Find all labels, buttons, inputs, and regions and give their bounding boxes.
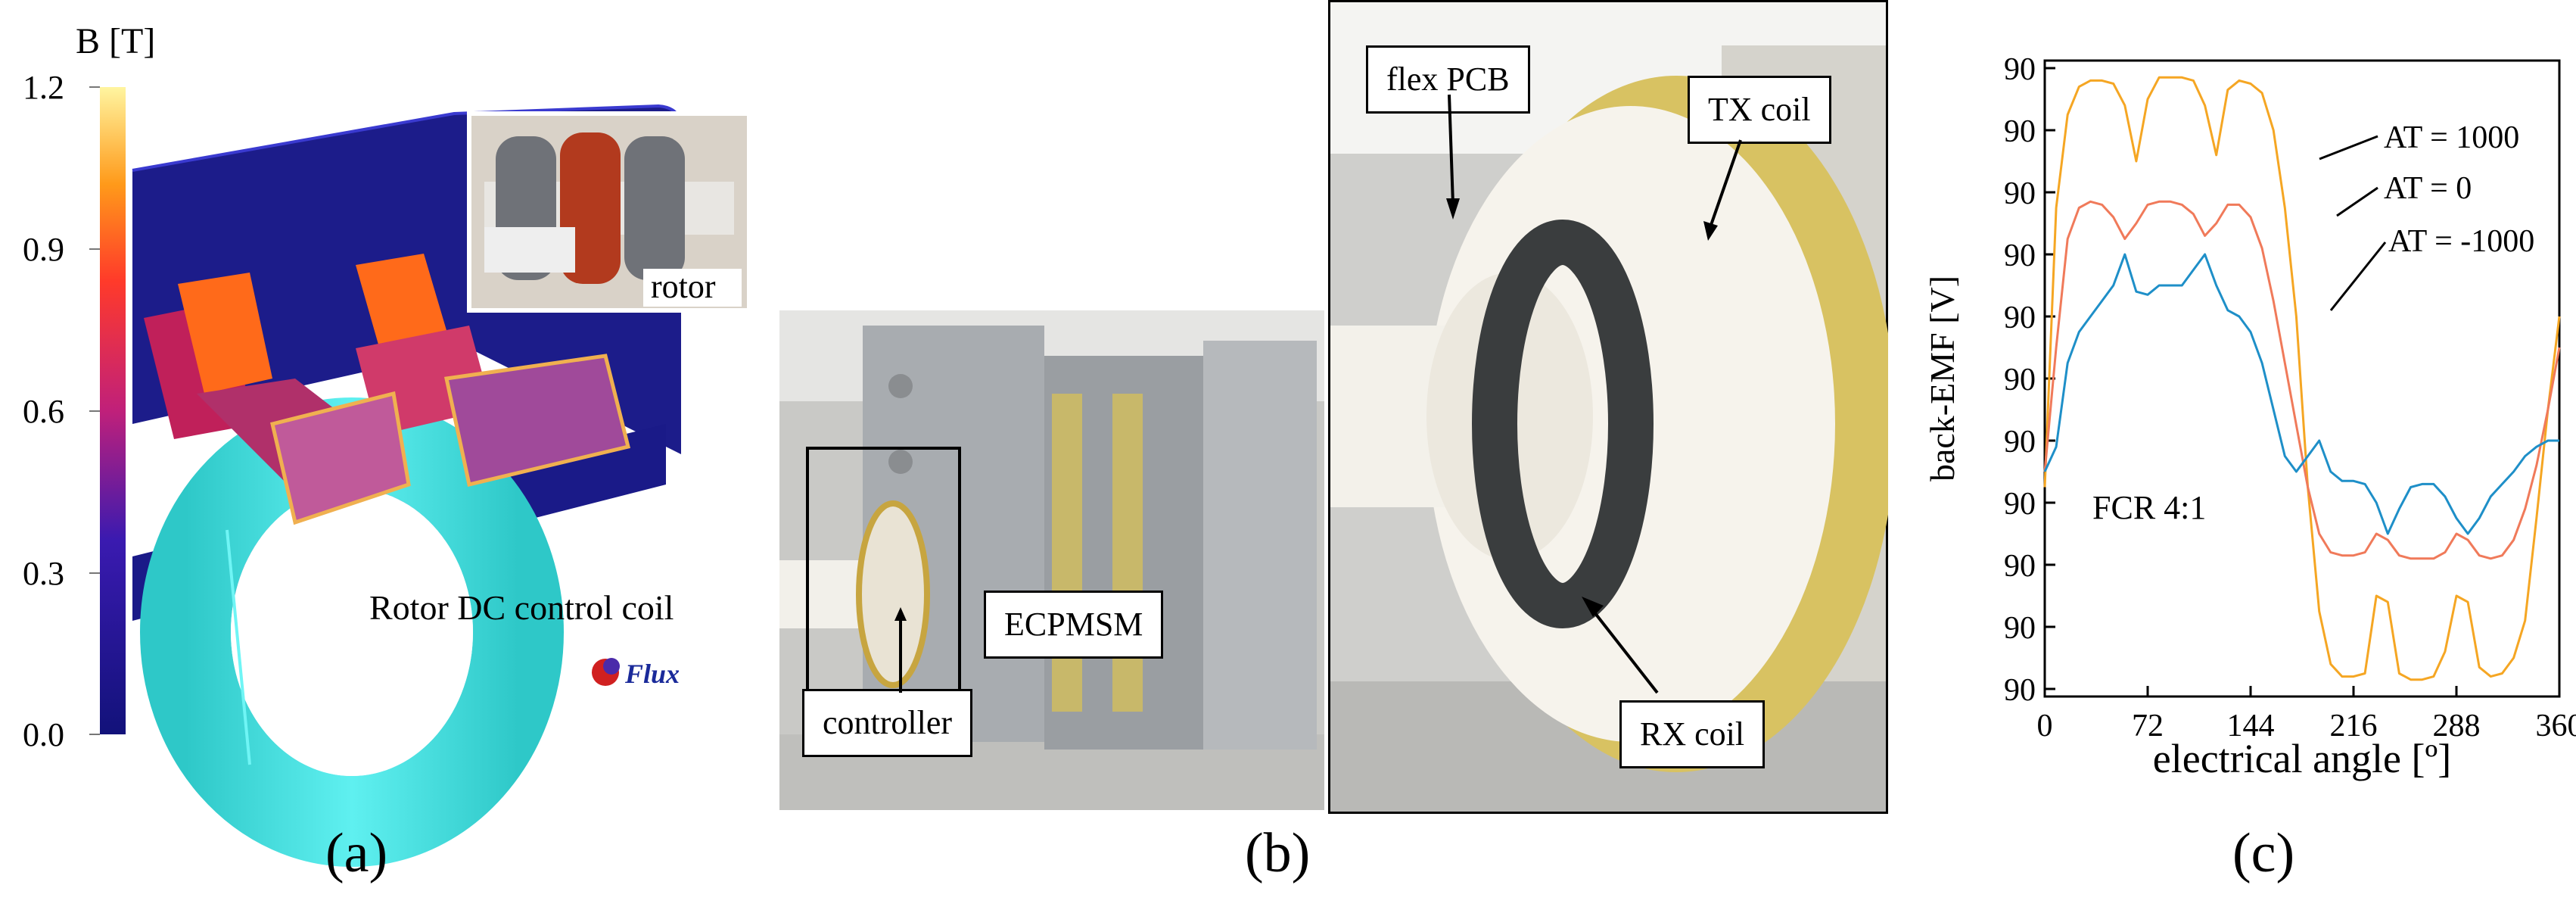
panel-a: B [T] 1.2 0.9 0.6 0.3 0.0: [0, 0, 757, 906]
series-line-0: [2045, 77, 2559, 679]
coil-label: Rotor DC control coil: [369, 588, 674, 627]
series-leader: [2331, 242, 2385, 310]
y-tick-label: 90: [2004, 673, 2036, 708]
inset-rotor-label: rotor: [651, 268, 716, 305]
y-tick-label: 90: [2004, 363, 2036, 397]
caption-c: (c): [2232, 825, 2294, 881]
flux-logo-text: Flux: [624, 659, 680, 689]
y-tick-label: 90: [2004, 425, 2036, 460]
flux-logo: Flux: [592, 658, 680, 689]
series-label: AT = -1000: [2388, 224, 2534, 259]
series-label: AT = 0: [2384, 171, 2472, 206]
y-tick-label: 90: [2004, 487, 2036, 522]
y-axis-label: back-EMF [V]: [1923, 276, 1962, 481]
colorbar-title: B [T]: [76, 21, 155, 61]
y-tick-label: 90: [2004, 611, 2036, 646]
caption-a: (a): [325, 825, 387, 881]
x-tick-label: 360: [2536, 709, 2576, 743]
panel-b: ECPMSM controller flex PCB TX coil RX co…: [779, 0, 1892, 906]
y-tick-label: 90: [2004, 114, 2036, 149]
caption-b: (b): [1245, 825, 1310, 881]
colorbar: [100, 87, 126, 734]
x-axis-label: electrical angle [º]: [2153, 736, 2451, 781]
series-leader: [2319, 136, 2378, 159]
y-tick-label: 90: [2004, 52, 2036, 87]
colorbar-tick: 0.9: [23, 231, 64, 268]
controller-arrow: [893, 606, 908, 697]
y-tick-label: 90: [2004, 301, 2036, 335]
y-tick-label: 90: [2004, 238, 2036, 273]
colorbar-tick: 0.0: [23, 716, 64, 753]
y-tick-label: 90: [2004, 549, 2036, 584]
x-tick-label: 0: [2037, 709, 2053, 743]
label-controller: controller: [802, 689, 972, 757]
panel-b-arrows: [1328, 0, 1888, 814]
label-ecpmsm: ECPMSM: [984, 591, 1163, 659]
colorbar-tick: 0.6: [23, 393, 64, 430]
chart-annotation: FCR 4:1: [2092, 489, 2206, 526]
colorbar-tick: 0.3: [23, 555, 64, 592]
colorbar-tick: 1.2: [23, 69, 64, 106]
controller-highlight-box: [806, 447, 961, 708]
series-label: AT = 1000: [2384, 120, 2519, 155]
y-tick-label: 90: [2004, 176, 2036, 211]
series-leader: [2337, 188, 2378, 216]
panel-a-fem-figure: B [T] 1.2 0.9 0.6 0.3 0.0: [0, 0, 757, 906]
